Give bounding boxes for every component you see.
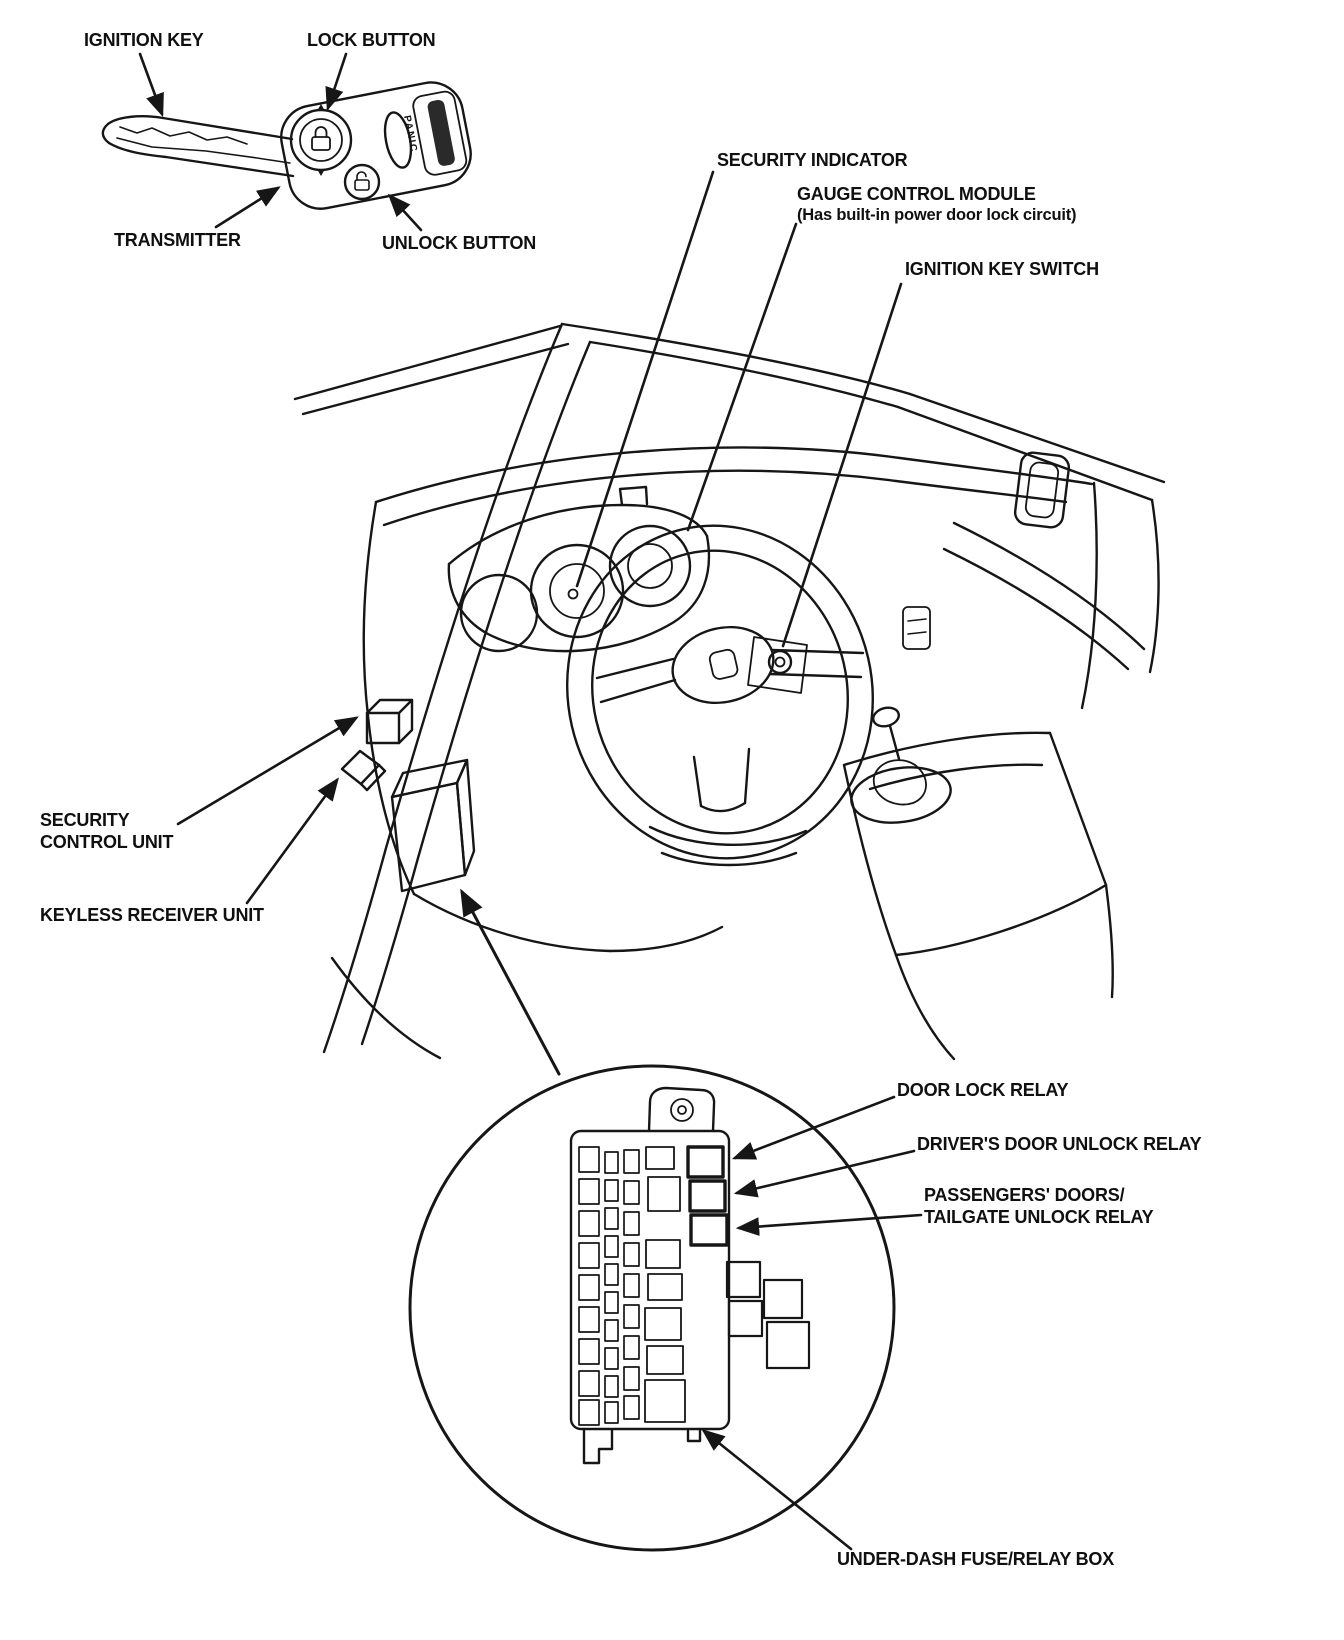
leader-security-indicator bbox=[575, 170, 715, 588]
fuse-column-a bbox=[578, 1146, 600, 1426]
security-control-unit-line1: SECURITY bbox=[40, 810, 130, 830]
fuse-box-detail-drawing bbox=[408, 1064, 896, 1552]
unlock-button-icon bbox=[343, 163, 381, 201]
arrow-passengers-doors-relay bbox=[735, 1213, 923, 1236]
label-transmitter: TRANSMITTER bbox=[114, 230, 241, 250]
arrow-security-control-unit bbox=[176, 716, 359, 826]
fuse-column-c bbox=[623, 1149, 640, 1420]
arrow-transmitter bbox=[214, 186, 281, 229]
security-indicator-lamp bbox=[567, 588, 579, 600]
gauge-cluster bbox=[447, 485, 711, 653]
gauge-control-module-title: GAUGE CONTROL MODULE bbox=[797, 184, 1036, 204]
passengers-doors-relay-line2: TAILGATE UNLOCK RELAY bbox=[924, 1206, 1154, 1227]
center-console bbox=[842, 706, 1114, 1061]
arrow-ignition-key bbox=[138, 52, 164, 118]
leader-arrows bbox=[138, 52, 923, 1551]
label-lock-button: LOCK BUTTON bbox=[307, 30, 436, 50]
label-security-indicator: SECURITY INDICATOR bbox=[717, 150, 908, 170]
label-door-lock-relay: DOOR LOCK RELAY bbox=[897, 1080, 1069, 1100]
keyless-receiver-unit-part bbox=[340, 749, 387, 792]
label-gauge-control-module: GAUGE CONTROL MODULE (Has built-in power… bbox=[797, 184, 1077, 225]
key-fob-drawing: PANIC bbox=[101, 81, 472, 210]
arrow-under-dash-fuse-relay-box bbox=[701, 1428, 853, 1551]
ignition-key-switch-part bbox=[747, 636, 808, 694]
arrow-drivers-door-unlock-relay bbox=[733, 1149, 916, 1198]
gauge-control-module-note: (Has built-in power door lock circuit) bbox=[797, 205, 1077, 224]
fuse-column-b bbox=[604, 1151, 619, 1424]
label-unlock-button: UNLOCK BUTTON bbox=[382, 233, 537, 253]
magnifier-circle bbox=[408, 1064, 896, 1552]
side-relay-cluster bbox=[725, 1260, 811, 1370]
label-keyless-receiver-unit: KEYLESS RECEIVER UNIT bbox=[40, 905, 264, 925]
arrow-lock-button bbox=[325, 52, 348, 112]
passengers-doors-relay-part bbox=[689, 1213, 729, 1247]
label-security-control-unit: SECURITY CONTROL UNIT bbox=[40, 810, 173, 853]
label-ignition-key: IGNITION KEY bbox=[84, 30, 204, 50]
under-dash-fuse-box-part bbox=[390, 758, 476, 893]
dashboard-drawing bbox=[293, 322, 1166, 1061]
passenger-dash bbox=[902, 451, 1146, 671]
label-passengers-doors-relay: PASSENGERS' DOORS/ TAILGATE UNLOCK RELAY bbox=[924, 1185, 1154, 1228]
leader-ignition-key-switch bbox=[781, 282, 903, 648]
fuse-middle-blocks bbox=[644, 1146, 686, 1423]
passengers-doors-relay-line1: PASSENGERS' DOORS/ bbox=[924, 1185, 1125, 1205]
transmitter-body bbox=[280, 81, 472, 210]
key-blade bbox=[101, 115, 295, 178]
arrow-unlock-button bbox=[387, 193, 423, 232]
arrow-keyless-receiver-unit bbox=[245, 777, 339, 905]
steering-wheel bbox=[566, 524, 874, 860]
arrow-door-lock-relay bbox=[731, 1095, 896, 1160]
label-ignition-key-switch: IGNITION KEY SWITCH bbox=[905, 259, 1099, 279]
panic-button bbox=[383, 111, 413, 169]
lock-button-icon bbox=[289, 104, 353, 176]
leader-gauge-control-module bbox=[686, 222, 798, 532]
arrow-magnifier bbox=[460, 888, 561, 1076]
label-drivers-door-unlock-relay: DRIVER'S DOOR UNLOCK RELAY bbox=[917, 1134, 1202, 1154]
door-lock-relay-part bbox=[686, 1145, 725, 1179]
drivers-door-unlock-relay-part bbox=[688, 1179, 727, 1213]
security-control-unit-line2: CONTROL UNIT bbox=[40, 831, 174, 852]
security-control-unit-part bbox=[365, 698, 414, 745]
label-under-dash-fuse-relay-box: UNDER-DASH FUSE/RELAY BOX bbox=[837, 1549, 1115, 1569]
